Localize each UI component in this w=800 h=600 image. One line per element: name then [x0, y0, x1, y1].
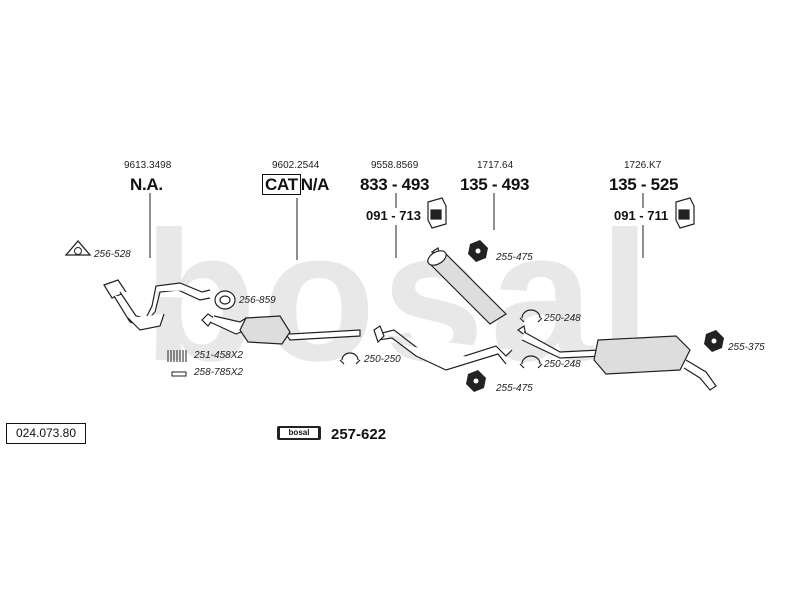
- part-label: 256-528: [94, 249, 131, 260]
- rear-silencer-icon: [516, 325, 717, 391]
- ref-number: 1726.K7: [624, 160, 662, 171]
- bosal-badge-text: bosal: [280, 428, 318, 438]
- front-pipe-icon: [103, 279, 211, 331]
- nut-rear-icon: [704, 330, 724, 352]
- ref-number: 9602.2544: [272, 160, 320, 171]
- part-label: 250-250: [364, 354, 401, 365]
- diagram-code: 024.073.80: [6, 423, 86, 444]
- part-label: 256-859: [239, 295, 276, 306]
- nut-bottom-icon: [466, 370, 486, 392]
- catalytic-converter-icon: [201, 313, 361, 345]
- middle-silencer-icon: [373, 247, 513, 371]
- part-code: N/A: [300, 175, 330, 194]
- leader-lines: [149, 193, 644, 260]
- bosal-badge: bosal: [277, 426, 321, 440]
- part-number: 257-622: [331, 426, 387, 443]
- cat-label: CAT: [262, 174, 301, 195]
- part-code: 135 - 493: [460, 175, 530, 194]
- part-label: 250-248: [544, 359, 581, 370]
- clamp-bottom-icon: [519, 355, 543, 369]
- part-label: 255-475: [496, 383, 533, 394]
- part-label: 255-375: [728, 342, 765, 353]
- ref-number: 9558.8569: [371, 160, 419, 171]
- part-code: 833 - 493: [360, 175, 430, 194]
- ref-number: 9613.3498: [124, 160, 172, 171]
- gasket-mid-icon: [214, 290, 236, 310]
- gasket-front-icon: [64, 240, 92, 256]
- part-label: 255-475: [496, 252, 533, 263]
- part-code: N.A.: [130, 175, 163, 194]
- hanger-code: 091 - 713: [366, 208, 421, 223]
- nut-top-icon: [468, 240, 488, 262]
- part-label: 251-458X2: [194, 350, 243, 361]
- part-label: 250-248: [544, 313, 581, 324]
- bolt-icon: [171, 371, 187, 377]
- clamp-cat-icon: [339, 352, 361, 365]
- ref-number: 1717.64: [477, 160, 514, 171]
- spring-icon: [167, 350, 187, 362]
- part-code: 135 - 525: [609, 175, 679, 194]
- hanger-713-icon: [427, 197, 447, 229]
- clamp-top-icon: [519, 309, 543, 323]
- part-label: 258-785X2: [194, 367, 243, 378]
- hanger-711-icon: [675, 197, 695, 229]
- hanger-code: 091 - 711: [614, 208, 669, 223]
